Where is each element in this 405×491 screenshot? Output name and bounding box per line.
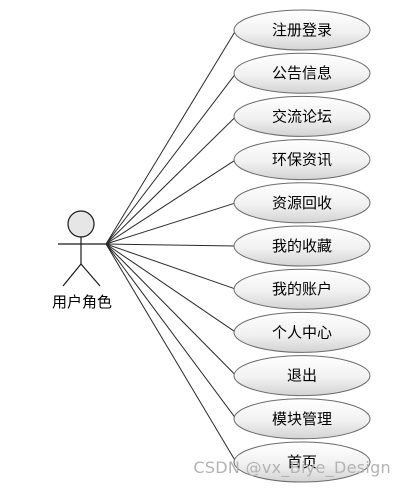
actor-right-leg xyxy=(80,263,101,287)
use-case: 注册登录 xyxy=(233,9,371,51)
association-line xyxy=(105,72,237,245)
use-case: 模块管理 xyxy=(233,398,371,440)
association-lines xyxy=(105,29,237,463)
use-case-ellipse xyxy=(233,355,371,397)
use-case-label: 环保资讯 xyxy=(272,151,332,169)
use-case-ellipse xyxy=(233,311,371,353)
use-case-label: 我的收藏 xyxy=(272,237,332,255)
use-case: 首页 xyxy=(233,441,371,483)
use-case: 交流论坛 xyxy=(233,95,371,137)
association-line xyxy=(105,243,237,333)
association-line xyxy=(105,29,237,245)
use-case-label: 个人中心 xyxy=(272,323,332,341)
use-case-label: 交流论坛 xyxy=(272,107,332,125)
use-case-ellipse xyxy=(233,139,371,181)
watermark: CSDN @vx_Biye_Design xyxy=(193,458,391,477)
use-case-label: 模块管理 xyxy=(272,410,332,428)
use-case: 退出 xyxy=(233,355,371,397)
use-case-ellipse xyxy=(233,441,371,483)
use-case-ellipse xyxy=(233,95,371,137)
use-case: 我的收藏 xyxy=(233,225,371,267)
use-case: 个人中心 xyxy=(233,311,371,353)
use-case-label: 注册登录 xyxy=(272,21,332,39)
use-case-ellipse xyxy=(233,268,371,310)
association-line xyxy=(105,159,237,245)
association-line xyxy=(105,116,237,245)
use-case: 环保资讯 xyxy=(233,139,371,181)
actor-left-leg xyxy=(62,263,82,287)
association-line xyxy=(105,243,237,463)
association-line xyxy=(105,243,237,290)
actor-head xyxy=(67,210,95,238)
actor: 用户角色 xyxy=(52,210,112,311)
use-case: 我的账户 xyxy=(233,268,371,310)
association-line xyxy=(105,243,237,247)
actor-label: 用户角色 xyxy=(52,293,112,311)
association-line xyxy=(105,243,237,376)
use-case-ellipse xyxy=(233,52,371,94)
use-case-label: 公告信息 xyxy=(272,64,332,82)
use-case-ellipse xyxy=(233,398,371,440)
use-case-label: 首页 xyxy=(287,453,317,471)
use-case-label: 我的账户 xyxy=(272,280,332,298)
use-case-label: 资源回收 xyxy=(272,194,332,212)
association-line xyxy=(105,243,237,420)
use-case-ellipse xyxy=(233,225,371,267)
use-case: 资源回收 xyxy=(233,182,371,224)
use-case-ellipse xyxy=(233,182,371,224)
use-case: 公告信息 xyxy=(233,52,371,94)
use-case-label: 退出 xyxy=(287,367,317,385)
use-case-ellipse xyxy=(233,9,371,51)
association-line xyxy=(105,202,237,245)
